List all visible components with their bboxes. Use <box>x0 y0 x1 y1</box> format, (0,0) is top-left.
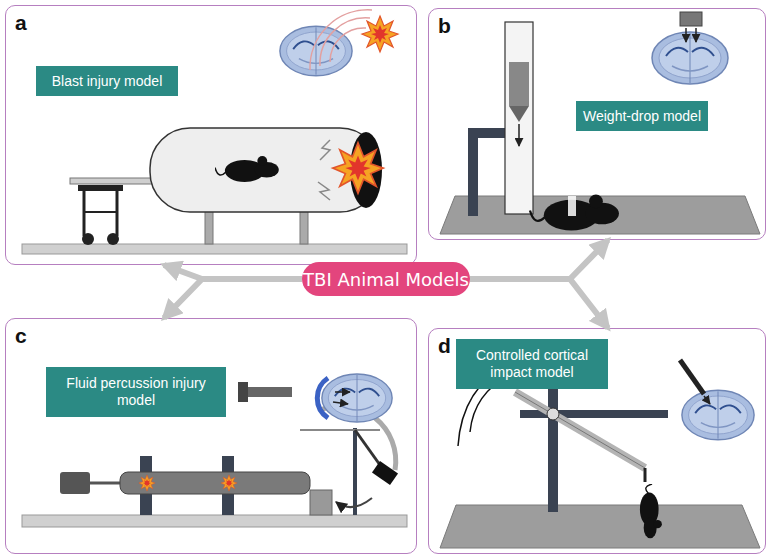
pendulum-arm <box>355 430 385 472</box>
rail <box>70 178 165 184</box>
mouse <box>640 484 662 538</box>
mouse-band <box>568 196 576 216</box>
base-plate <box>22 515 407 527</box>
stand-post <box>468 128 478 216</box>
piston-block <box>310 490 332 515</box>
stand-arm <box>468 128 508 138</box>
drop-arrow <box>518 124 520 146</box>
cart-wheel <box>107 233 119 245</box>
central-pill: TBI Animal Models <box>302 262 470 296</box>
mouse <box>640 484 662 538</box>
blast-wave <box>330 28 366 62</box>
branch-arrow <box>470 240 608 279</box>
fluid-pulse <box>317 378 328 418</box>
mouse <box>215 156 279 182</box>
brain-section <box>652 32 728 84</box>
drop-arrow <box>695 28 697 42</box>
blast-spark <box>318 182 330 200</box>
stand-post <box>548 372 558 512</box>
blast-spark <box>320 140 330 160</box>
model-panel: cFluid percussion injury model <box>5 318 417 554</box>
panel-letter: a <box>15 11 27 35</box>
model-label-box: Weight-drop model <box>576 101 708 131</box>
panel-letter: b <box>438 14 451 38</box>
branch-arrow <box>164 279 302 318</box>
panel-letter: c <box>15 324 27 348</box>
impactor-arm-edge <box>515 392 645 468</box>
model-label-box: Fluid percussion injury model <box>46 367 226 417</box>
base-plate <box>22 244 407 254</box>
model-name: Controlled cortical impact model <box>462 347 602 381</box>
panel-letter: d <box>438 334 451 358</box>
swing-arrow <box>336 498 372 507</box>
tube-post <box>205 210 213 244</box>
branch-arrow <box>164 265 302 279</box>
pivot <box>547 408 559 420</box>
cylinder-support <box>222 456 234 515</box>
injector-barrel <box>248 387 292 397</box>
pressure-arrow <box>335 391 350 393</box>
tube-end <box>350 132 382 208</box>
transducer <box>60 472 90 494</box>
seal <box>139 475 155 491</box>
weight-tip <box>509 106 529 122</box>
cross-bar <box>520 410 668 418</box>
wood-board <box>440 196 760 234</box>
explosion <box>362 16 398 52</box>
impact-probe <box>680 360 704 394</box>
cart-top <box>78 185 123 191</box>
blast-wave <box>310 10 372 70</box>
model-panel: aBlast injury model <box>5 5 417 265</box>
pressure-arrow <box>333 402 348 404</box>
pendulum-frame <box>353 428 357 515</box>
tube-post <box>300 210 308 244</box>
model-panel: dControlled cortical impact model <box>428 328 766 554</box>
brain-section <box>682 390 754 439</box>
model-name: Weight-drop model <box>583 108 701 125</box>
impactor-tip <box>644 468 647 482</box>
injector-handle <box>238 382 248 402</box>
angle-scale <box>320 406 396 470</box>
model-label-box: Blast injury model <box>36 66 178 96</box>
branch-arrow <box>470 279 608 328</box>
explosion <box>333 143 383 193</box>
blast-wave <box>320 18 370 66</box>
tubing <box>90 482 122 485</box>
cart-leg <box>83 191 86 236</box>
model-name: Fluid percussion injury model <box>52 375 220 409</box>
fluid-cylinder <box>120 472 310 494</box>
brain-section <box>322 374 392 422</box>
model-label-box: Controlled cortical impact model <box>456 339 608 389</box>
weight <box>509 62 529 106</box>
cylinder-support <box>140 456 152 515</box>
central-title: TBI Animal Models <box>303 269 469 290</box>
impactor-arm <box>515 392 645 468</box>
mouse <box>530 194 619 230</box>
pendulum-frame <box>300 429 380 431</box>
cart-wheel <box>82 233 94 245</box>
impactor-head <box>680 12 702 26</box>
cart-leg <box>116 191 119 236</box>
seal <box>221 475 237 491</box>
shock-tube <box>150 128 380 212</box>
cart-bar <box>84 211 117 213</box>
drop-arrow <box>685 28 687 42</box>
model-panel: bWeight-drop model <box>428 8 766 240</box>
wood-board <box>440 505 760 548</box>
brain-section <box>280 26 352 75</box>
model-name: Blast injury model <box>52 73 163 90</box>
pendulum-hammer <box>372 461 398 485</box>
impact-arrow <box>704 396 710 404</box>
drop-tube <box>505 22 533 214</box>
